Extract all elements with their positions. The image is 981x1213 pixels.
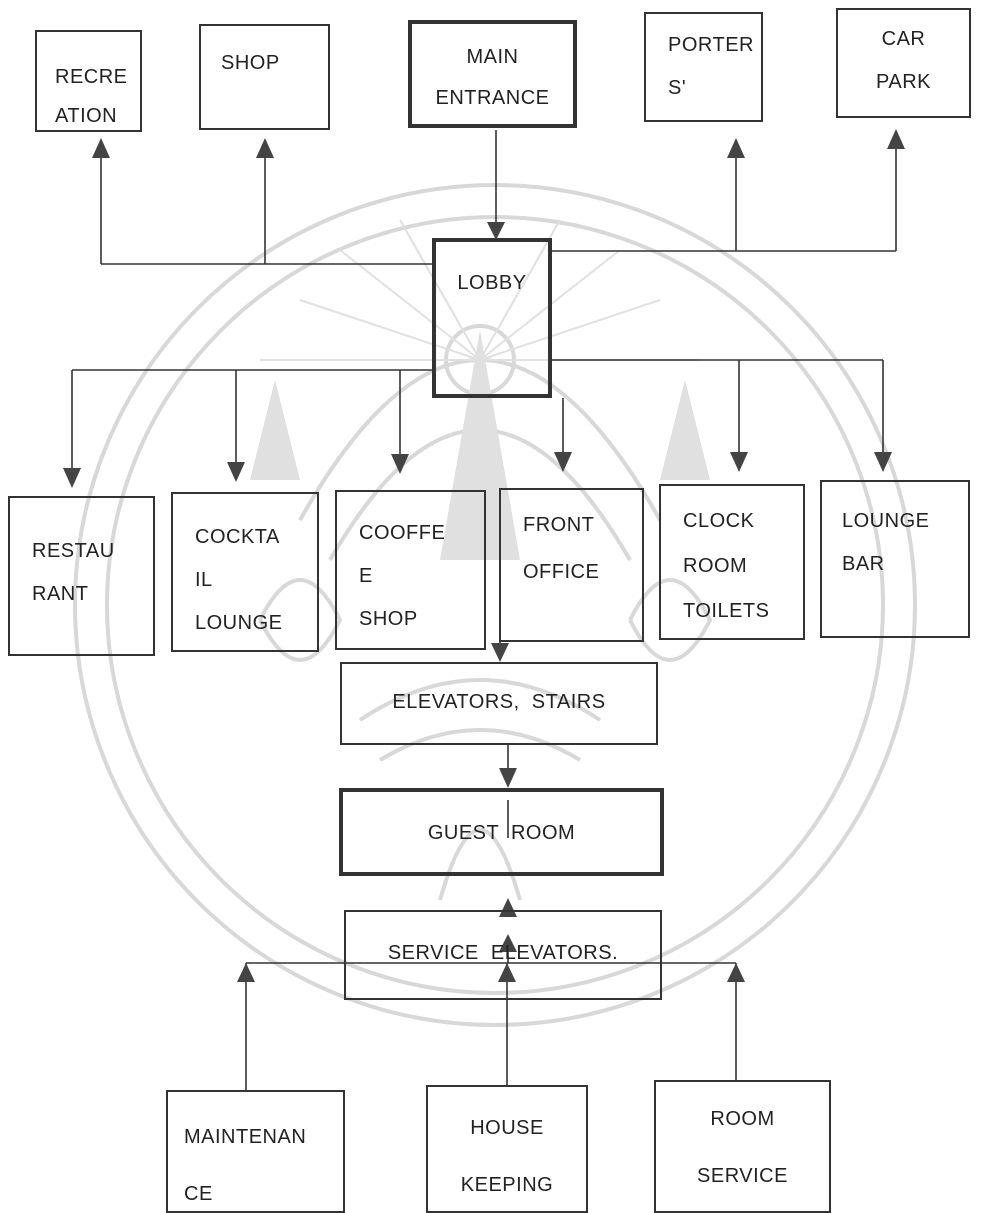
node-label: SERVICE ELEVATORS. [346,942,660,965]
node-label: MAINTENAN [184,1126,343,1149]
node-label: E [359,565,484,588]
node-elevators-stairs: ELEVATORS, STAIRS [340,662,658,745]
node-main-entrance: MAIN ENTRANCE [408,20,577,128]
node-recreation: RECRE ATION [35,30,142,132]
node-porters: PORTER S' [644,12,763,122]
node-label: PARK [838,71,969,94]
node-label: SERVICE [656,1165,829,1188]
node-label: ROOM [683,555,803,578]
node-label: COCKTA [195,526,317,549]
node-cocktail-lounge: COCKTA IL LOUNGE [171,492,319,652]
node-service-elevators: SERVICE ELEVATORS. [344,910,662,1000]
node-lobby: LOBBY [432,238,552,398]
node-label: HOUSE [428,1117,586,1140]
node-front-office: FRONT OFFICE [499,488,644,642]
node-label: BAR [842,553,968,576]
node-restaurant: RESTAU RANT [8,496,155,656]
node-label: OFFICE [523,561,642,584]
node-room-service: ROOM SERVICE [654,1080,831,1213]
node-label: RESTAU [32,540,153,563]
node-clock-room-toilets: CLOCK ROOM TOILETS [659,484,805,640]
node-label: CLOCK [683,510,803,533]
node-housekeeping: HOUSE KEEPING [426,1085,588,1213]
node-label: RANT [32,583,153,606]
node-label: CE [184,1183,343,1206]
node-label: KEEPING [428,1174,586,1197]
node-label: LOUNGE [842,510,968,533]
node-label: GUEST ROOM [343,822,660,845]
node-label: S' [668,77,761,100]
node-label: PORTER [668,34,761,57]
node-label: ENTRANCE [412,87,573,110]
node-coffee-shop: COOFFE E SHOP [335,490,486,650]
node-label: CAR [838,28,969,51]
node-label: FRONT [523,514,642,537]
node-label: ROOM [656,1108,829,1131]
node-shop: SHOP [199,24,330,130]
node-guest-room: GUEST ROOM [339,788,664,876]
node-label: IL [195,569,317,592]
node-label: TOILETS [683,600,803,623]
node-lounge-bar: LOUNGE BAR [820,480,970,638]
node-label: LOUNGE [195,612,317,635]
node-label: COOFFE [359,522,484,545]
node-label: ATION [55,105,140,128]
node-label: SHOP [359,608,484,631]
node-label: RECRE [55,66,140,89]
node-label: MAIN [412,46,573,69]
node-label: SHOP [221,52,328,75]
node-label: ELEVATORS, STAIRS [342,691,656,714]
node-car-park: CAR PARK [836,8,971,118]
node-maintenance: MAINTENAN CE [166,1090,345,1213]
node-label: LOBBY [436,272,548,295]
